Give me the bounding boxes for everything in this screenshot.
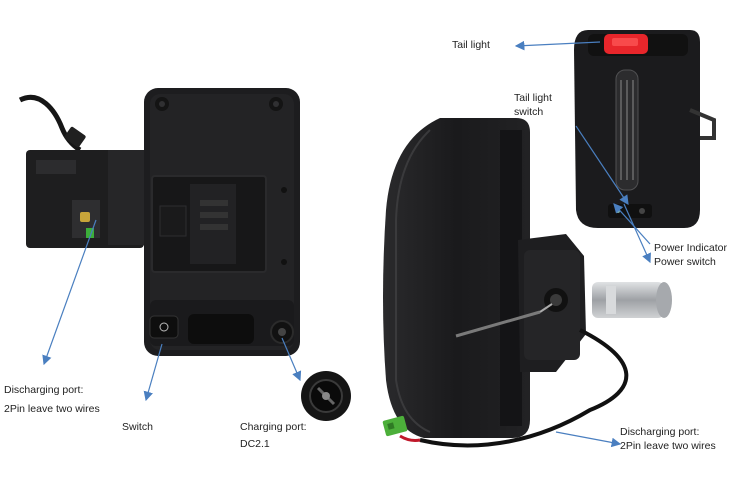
power-indicator-text: Power Indicator bbox=[654, 242, 727, 254]
tail-light-battery-photo bbox=[574, 30, 716, 228]
power-switch-text: Power switch bbox=[654, 256, 716, 268]
charging-port-label: Charging port: DC2.1 bbox=[240, 420, 307, 451]
charging-port-line2: DC2.1 bbox=[240, 438, 270, 450]
switch-label: Switch bbox=[122, 421, 153, 433]
left-battery-photo bbox=[18, 88, 300, 356]
callout-arrows bbox=[42, 40, 651, 448]
discharging-port-right-line1: Discharging port: bbox=[620, 426, 700, 438]
charging-port-inset bbox=[301, 371, 351, 421]
tail-light-switch-label-line2: switch bbox=[514, 106, 544, 118]
tail-light-label: Tail light bbox=[452, 39, 490, 51]
tail-light-switch-label-line1: Tail light bbox=[514, 92, 552, 104]
discharging-port-right-line2: 2Pin leave two wires bbox=[620, 440, 716, 452]
discharging-port-left-line2: 2Pin leave two wires bbox=[4, 403, 100, 415]
tail-light-switch-label: Tail light switch bbox=[514, 91, 552, 119]
main-battery-photo bbox=[382, 118, 672, 448]
discharging-port-left-line1: Discharging port: bbox=[4, 384, 84, 396]
discharging-port-right-label: Discharging port: 2Pin leave two wires bbox=[620, 425, 716, 453]
power-indicator-label: Power Indicator Power switch bbox=[654, 241, 727, 269]
discharging-port-left-label: Discharging port: 2Pin leave two wires bbox=[4, 383, 100, 416]
charging-port-line1: Charging port: bbox=[240, 421, 307, 433]
